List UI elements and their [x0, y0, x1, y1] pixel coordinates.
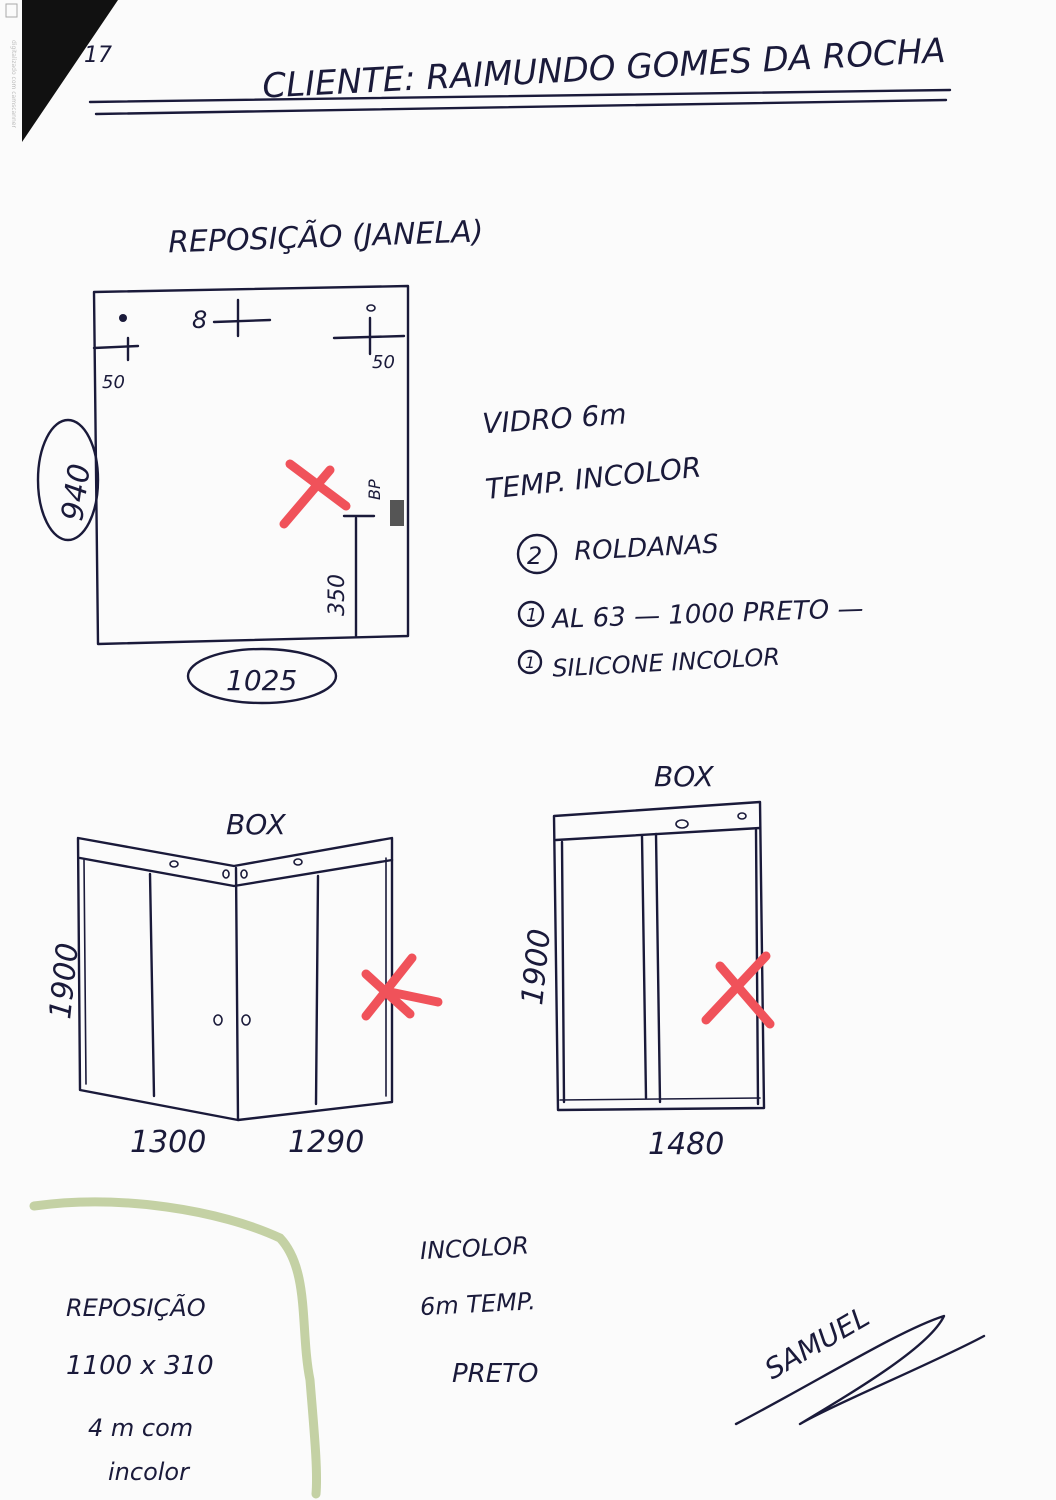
- box-right-width-dim: 1480: [648, 1127, 724, 1162]
- box-left-red-x-mark: [361, 953, 443, 1021]
- scanner-side-text: digitalizado com camscanner: [10, 40, 17, 128]
- box-right-label: BOX: [654, 760, 714, 793]
- reposicao-color: incolor: [108, 1458, 191, 1486]
- box-right-red-x-mark: [701, 951, 775, 1029]
- box-note-color: INCOLOR: [419, 1231, 529, 1265]
- window-lock-small-dim: BP: [365, 479, 384, 500]
- signature-name: SAMUEL: [759, 1300, 875, 1386]
- box-left-width-a-dim: 1300: [130, 1125, 206, 1160]
- header-underline-2: [94, 98, 948, 116]
- note-rollers-count: 2: [527, 542, 542, 570]
- window-right-top-dim: 50: [372, 352, 395, 373]
- scanner-stamp-icon: [5, 3, 18, 18]
- box-note-glass: 6m TEMP.: [419, 1287, 536, 1321]
- note-silicone-count: 1: [525, 653, 535, 672]
- window-height-dim: 940: [55, 462, 98, 524]
- box-notes: INCOLOR 6m TEMP. PRETO: [419, 1231, 538, 1389]
- reposicao-qty: 4 m com: [88, 1414, 193, 1442]
- folded-corner: [0, 0, 118, 142]
- note-tempered: TEMP. INCOLOR: [484, 450, 703, 505]
- window-width-dim: 1025: [226, 664, 297, 697]
- box-left-width-b-dim: 1290: [288, 1125, 364, 1160]
- reposicao-size: 1100 x 310: [66, 1351, 214, 1381]
- reposicao-title: REPOSIÇÃO: [66, 1292, 206, 1322]
- note-rollers: ROLDANAS: [573, 529, 719, 567]
- window-notes: VIDRO 6m TEMP. INCOLOR 2 ROLDANAS 1 AL 6…: [481, 397, 864, 682]
- box-left-drawing: [76, 836, 394, 1122]
- page-number: 17: [84, 43, 112, 68]
- window-left-top-dim: 50: [102, 372, 125, 393]
- window-lock-dim: 350: [325, 574, 350, 616]
- box-left-height-dim: 1900: [43, 941, 86, 1021]
- signature-flourish: [734, 1314, 986, 1426]
- box-right-height-dim: 1900: [515, 927, 558, 1007]
- box-left-label: BOX: [226, 808, 286, 841]
- window-section-title: REPOSIÇÃO (JANELA): [167, 213, 484, 260]
- note-profile: AL 63 — 1000 PRETO —: [550, 594, 864, 635]
- header-underline: [88, 88, 952, 104]
- box-note-profile: PRETO: [452, 1359, 539, 1389]
- window-red-x-mark: [279, 459, 351, 529]
- reposicao-note: REPOSIÇÃO 1100 x 310 4 m com incolor: [66, 1292, 214, 1486]
- note-profile-count: 1: [526, 605, 537, 626]
- note-silicone: SILICONE INCOLOR: [552, 643, 781, 683]
- note-glass: VIDRO 6m: [481, 397, 627, 440]
- window-top-mark: 8: [192, 306, 207, 334]
- window-drawing: [36, 284, 410, 705]
- green-highlight-bracket: [29, 1197, 322, 1499]
- box-right-drawing: [552, 800, 766, 1112]
